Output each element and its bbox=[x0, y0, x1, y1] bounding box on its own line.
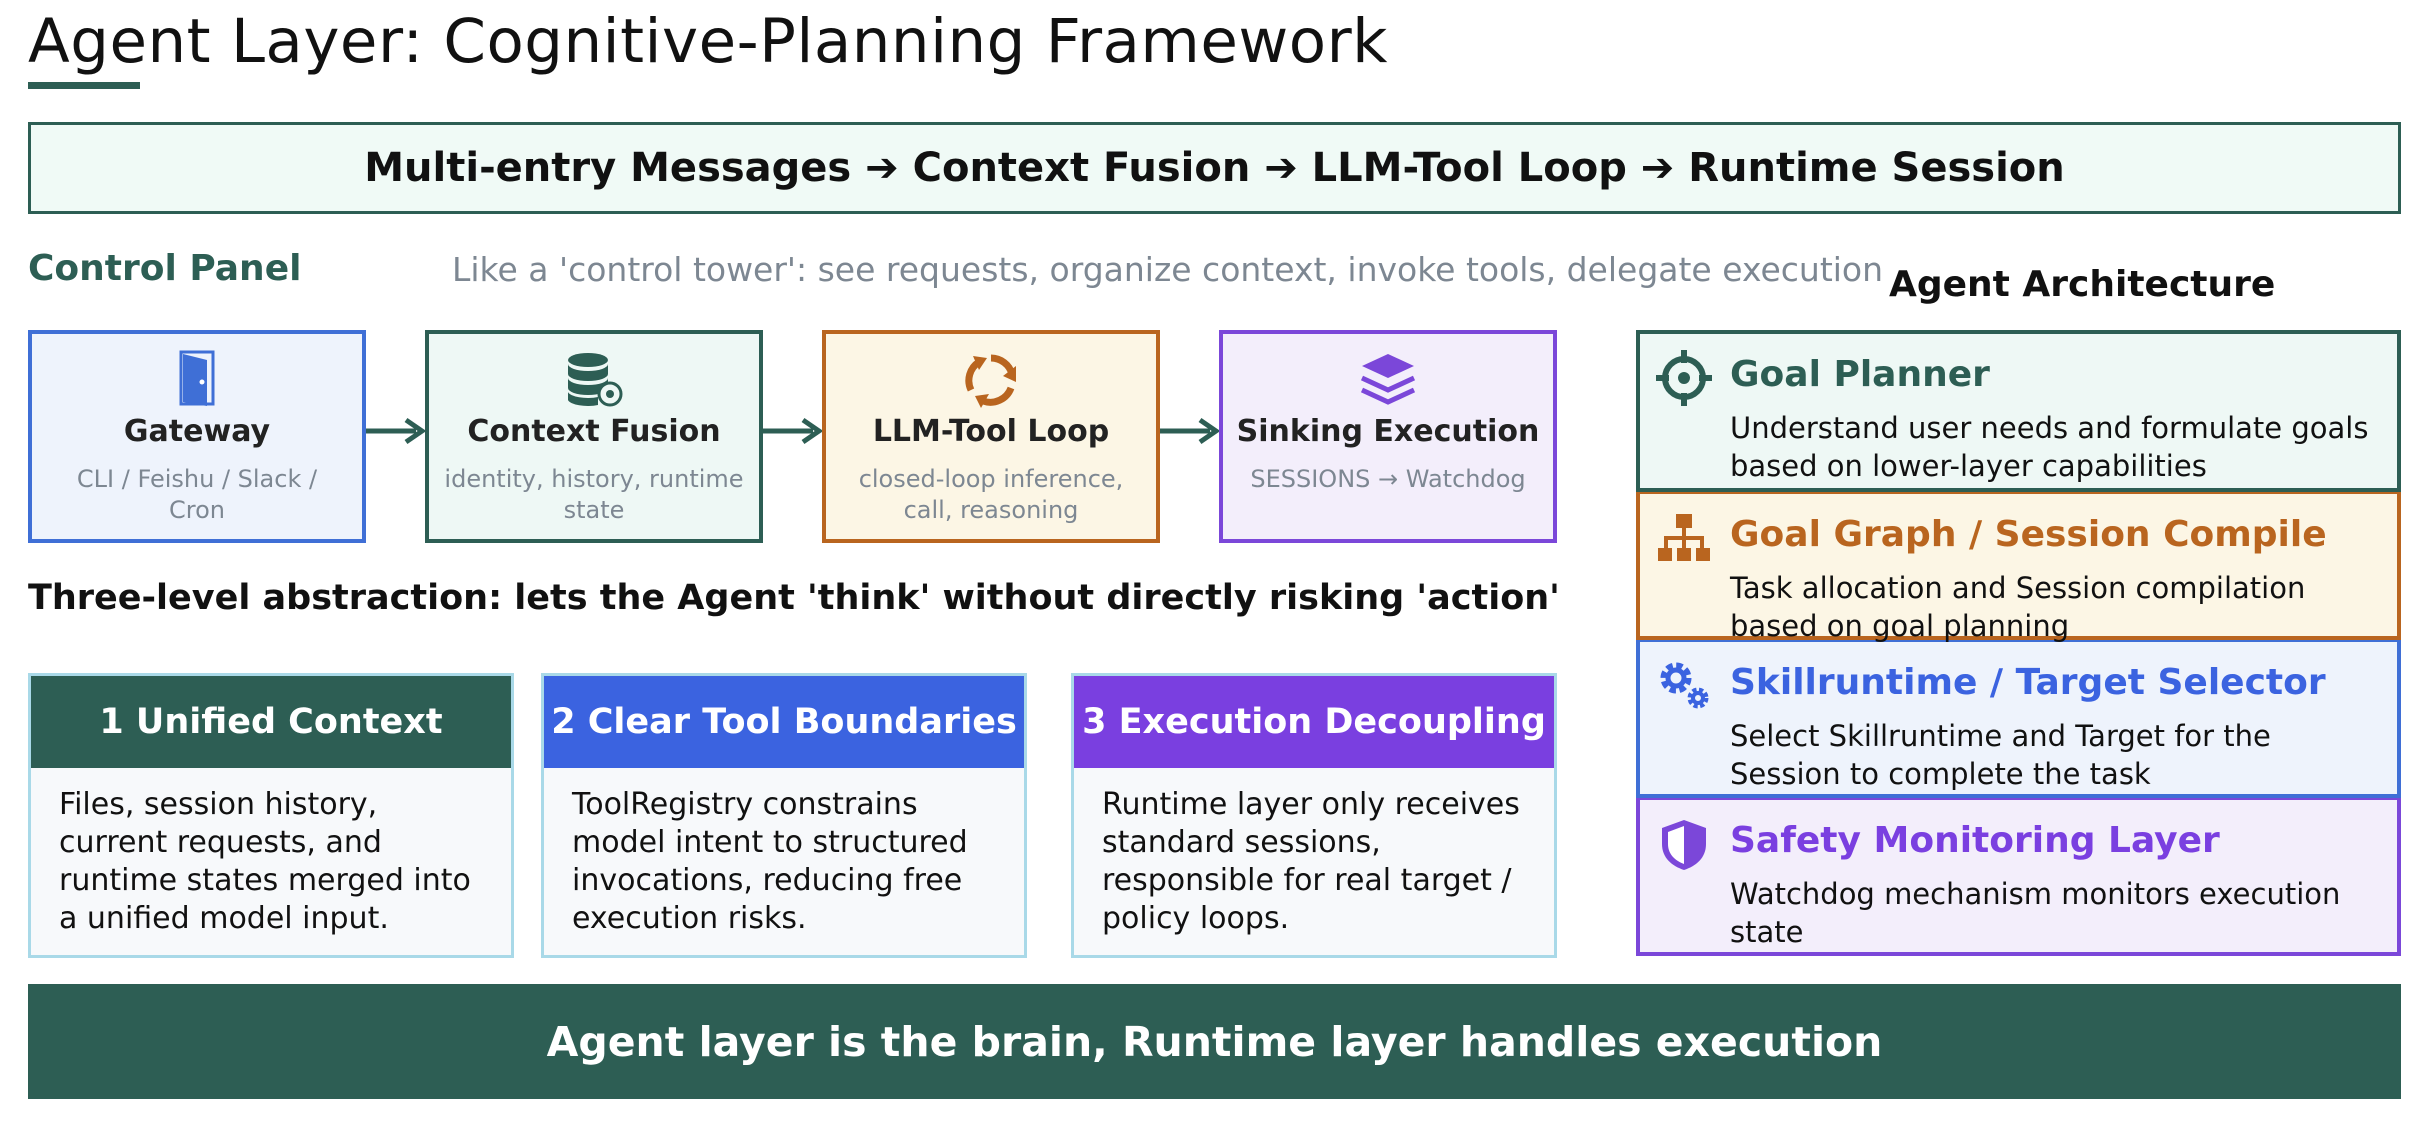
database-icon bbox=[429, 350, 759, 412]
card-heading: 2 Clear Tool Boundaries bbox=[544, 676, 1024, 768]
flow-step-subtitle: closed-loop inference, call, reasoning bbox=[858, 465, 1124, 524]
card-body: Files, session history, current requests… bbox=[59, 787, 471, 936]
gears-icon bbox=[1656, 658, 1712, 714]
flow-step-context-fusion: Context Fusion identity, history, runtim… bbox=[425, 330, 763, 543]
layer-description: Task allocation and Session compilation … bbox=[1730, 571, 2306, 643]
flow-step-llm-tool-loop: LLM-Tool Loop closed-loop inference, cal… bbox=[822, 330, 1160, 543]
control-panel-subtitle: Like a 'control tower': see requests, or… bbox=[452, 250, 1884, 289]
layer-title: Goal Planner bbox=[1730, 354, 1990, 395]
flow-step-subtitle: identity, history, runtime state bbox=[444, 465, 744, 524]
card-body: ToolRegistry constrains model intent to … bbox=[572, 787, 968, 936]
page-title: Agent Layer: Cognitive-Planning Framewor… bbox=[28, 6, 1388, 77]
arch-layer-goal-graph: Goal Graph / Session Compile Task alloca… bbox=[1636, 490, 2401, 643]
title-underline bbox=[28, 82, 140, 89]
door-icon bbox=[32, 350, 362, 412]
pipeline-banner: Multi-entry Messages ➔ Context Fusion ➔ … bbox=[28, 122, 2401, 214]
layer-description: Watchdog mechanism monitors execution st… bbox=[1730, 877, 2341, 949]
flow-step-subtitle: CLI / Feishu / Slack / Cron bbox=[76, 465, 318, 524]
layer-description: Select Skillruntime and Target for the S… bbox=[1730, 719, 2271, 791]
abstraction-card-unified-context: 1 Unified Context Files, session history… bbox=[28, 673, 514, 958]
architecture-title: Agent Architecture bbox=[1889, 264, 2276, 305]
crosshair-icon bbox=[1656, 350, 1712, 406]
layer-title: Goal Graph / Session Compile bbox=[1730, 514, 2327, 555]
flow-step-title: Gateway bbox=[123, 414, 271, 449]
control-panel-label: Control Panel bbox=[28, 248, 302, 289]
layer-title: Safety Monitoring Layer bbox=[1730, 820, 2220, 861]
abstraction-card-tool-boundaries: 2 Clear Tool Boundaries ToolRegistry con… bbox=[541, 673, 1027, 958]
flow-step-subtitle: SESSIONS → Watchdog bbox=[1250, 465, 1526, 493]
flow-step-gateway: Gateway CLI / Feishu / Slack / Cron bbox=[28, 330, 366, 543]
arch-layer-goal-planner: Goal Planner Understand user needs and f… bbox=[1636, 330, 2401, 492]
arch-layer-skillruntime: Skillruntime / Target Selector Select Sk… bbox=[1636, 638, 2401, 798]
three-level-title: Three-level abstraction: lets the Agent … bbox=[28, 578, 1560, 618]
layer-description: Understand user needs and formulate goal… bbox=[1730, 411, 2369, 483]
card-heading: 1 Unified Context bbox=[31, 676, 511, 768]
arrow-right-icon bbox=[763, 417, 823, 445]
arch-layer-safety-monitoring: Safety Monitoring Layer Watchdog mechani… bbox=[1636, 796, 2401, 956]
card-heading: 3 Execution Decoupling bbox=[1074, 676, 1554, 768]
hierarchy-icon bbox=[1656, 510, 1712, 566]
shield-icon bbox=[1656, 816, 1712, 872]
footer-banner: Agent layer is the brain, Runtime layer … bbox=[28, 984, 2401, 1099]
abstraction-card-execution-decoupling: 3 Execution Decoupling Runtime layer onl… bbox=[1071, 673, 1557, 958]
layer-title: Skillruntime / Target Selector bbox=[1730, 662, 2326, 703]
flow-step-sinking-execution: Sinking Execution SESSIONS → Watchdog bbox=[1219, 330, 1557, 543]
cycle-arrows-icon bbox=[826, 350, 1156, 412]
flow-step-title: Context Fusion bbox=[467, 414, 721, 449]
arrow-right-icon bbox=[366, 417, 426, 445]
arrow-right-icon bbox=[1160, 417, 1220, 445]
flow-step-title: LLM-Tool Loop bbox=[872, 414, 1110, 449]
layers-icon bbox=[1223, 350, 1553, 412]
flow-step-title: Sinking Execution bbox=[1236, 414, 1540, 449]
card-body: Runtime layer only receives standard ses… bbox=[1102, 787, 1520, 936]
